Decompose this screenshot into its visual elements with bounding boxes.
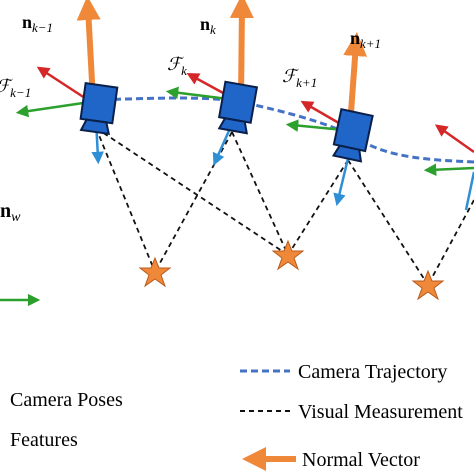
normal-label-k-minus-1: nk−1 — [22, 12, 53, 35]
visual-measurement-lines — [95, 127, 474, 286]
green-axis-arrow — [15, 100, 91, 118]
normal-label-k-plus-1: nk+1 — [350, 28, 381, 51]
legend-trajectory-label: Camera Trajectory — [298, 361, 447, 383]
frame-label-k-minus-1: ℱk−1 — [0, 76, 31, 100]
legend-features-label: Features — [10, 429, 78, 451]
frame-label-k-plus-1: ℱk+1 — [282, 66, 317, 90]
red-axis-arrow — [36, 66, 89, 102]
normal-label-k: nk — [200, 14, 216, 37]
legend-camera-poses-label: Camera Poses — [10, 389, 123, 411]
legend: Camera Trajectory Visual Measurement Nor… — [10, 361, 463, 471]
camera-pose-k-minus-1 — [15, 0, 119, 165]
camera-trajectory-curve — [91, 96, 474, 164]
frame-label-k: ℱk — [167, 54, 187, 78]
feature-star — [411, 269, 445, 301]
camera-pose-partial-right — [423, 124, 474, 211]
camera-pose-k — [165, 0, 259, 166]
feature-star — [271, 239, 305, 271]
green-axis-arrow — [285, 119, 345, 132]
legend-normal-label: Normal Vector — [302, 449, 420, 471]
camera-pose-k-plus-1 — [285, 32, 374, 207]
feature-star — [138, 256, 172, 288]
world-normal-label: nw — [0, 200, 21, 225]
legend-measurement-label: Visual Measurement — [298, 401, 463, 423]
